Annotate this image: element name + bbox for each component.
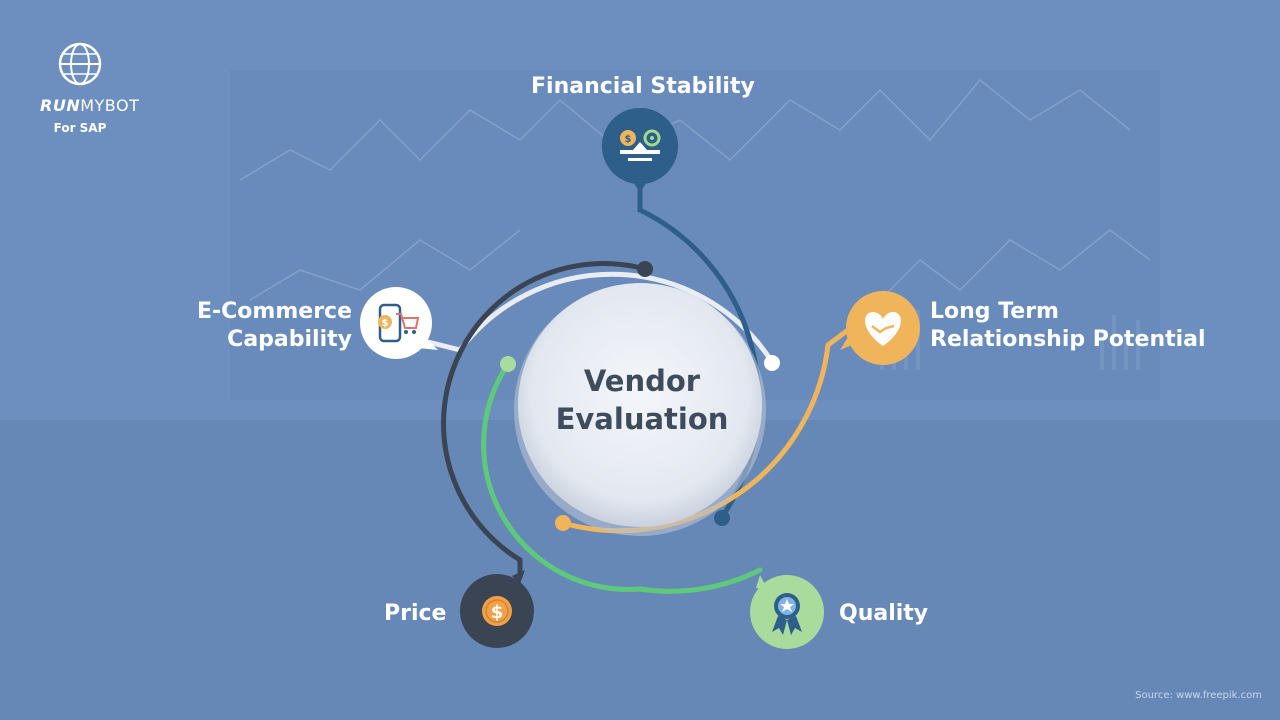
endpoint-longterm — [555, 515, 571, 531]
svg-text:$: $ — [625, 134, 632, 145]
label-financial-stability: Financial Stability — [531, 74, 755, 99]
node-financial-stability: $ — [601, 108, 678, 192]
node-price: $ — [460, 570, 534, 648]
arc-price — [441, 261, 648, 578]
label-price: Price — [384, 601, 447, 626]
arc-longterm-connector — [825, 327, 851, 348]
arc-ecommerce — [457, 271, 775, 365]
source-credit: Source: www.freepik.com — [1135, 690, 1262, 701]
dollar-coin-icon: $ — [482, 596, 512, 626]
brand-subtitle: For SAP — [53, 121, 107, 135]
center-title: Vendor Evaluation — [532, 362, 752, 438]
endpoint-ecommerce — [764, 355, 780, 371]
brand-name: RUNMYBOT — [40, 96, 140, 115]
balance-scale-icon: $ — [620, 129, 661, 161]
node-ecommerce: $ — [360, 287, 438, 359]
center-circle — [518, 283, 762, 527]
globe-icon — [58, 42, 102, 86]
arc-endpoints — [500, 261, 780, 531]
endpoint-quality — [500, 356, 516, 372]
svg-text:$: $ — [491, 602, 504, 623]
label-quality: Quality — [839, 601, 929, 626]
node-long-term — [840, 291, 920, 365]
background-stock-chart — [239, 78, 1151, 301]
label-ecommerce: E-Commerce Capability — [197, 299, 352, 352]
heart-handshake-icon — [865, 312, 901, 346]
award-ribbon-icon — [772, 593, 802, 635]
center-title-line2: Evaluation — [555, 402, 729, 436]
center-title-line1: Vendor — [583, 364, 701, 398]
endpoint-financial — [714, 510, 730, 526]
svg-text:$: $ — [382, 318, 389, 329]
node-quality — [750, 575, 824, 649]
arc-quality — [481, 361, 763, 594]
label-long-term: Long Term Relationship Potential — [930, 299, 1206, 352]
brand-logo: RUNMYBOT For SAP — [40, 40, 140, 135]
endpoint-price — [637, 261, 653, 277]
mobile-shopping-cart-icon: $ — [378, 303, 420, 343]
